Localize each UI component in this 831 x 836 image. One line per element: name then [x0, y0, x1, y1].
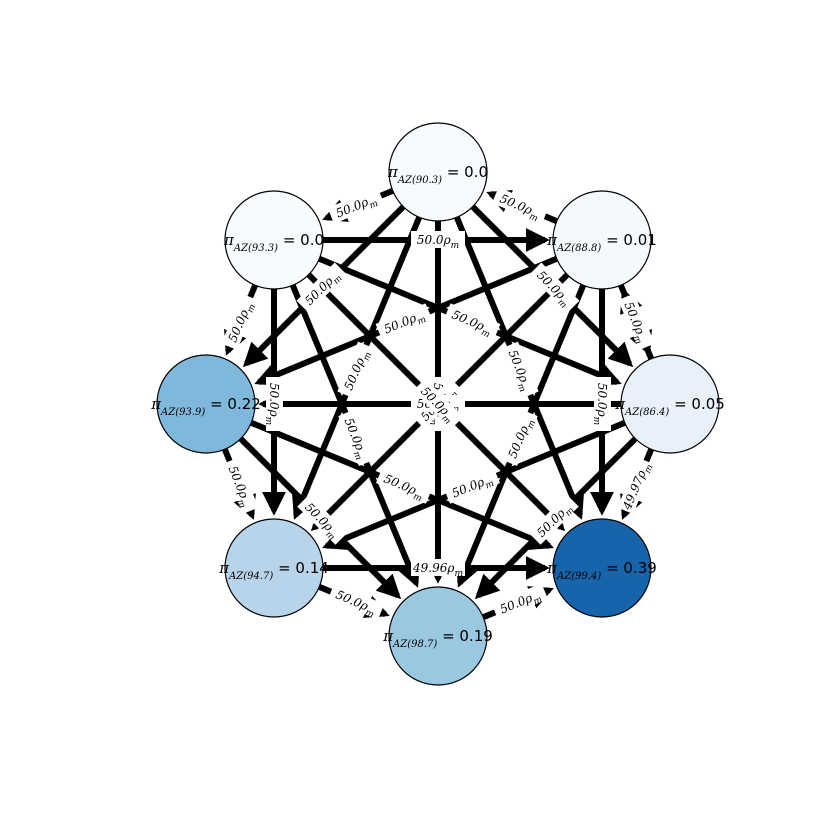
edge-label-group: 49.96ρm [411, 559, 465, 579]
node-circle [388, 586, 488, 686]
edge-label-background [491, 583, 549, 620]
edge-label-background [266, 377, 283, 431]
edge-label-group: 50.0ρm [501, 409, 538, 467]
edge-label-background [617, 457, 654, 515]
edge-label-background [338, 409, 375, 467]
nodes-layer: πAZ(90.3) = 0.0 πAZ(88.8) = 0.01 πAZ(86.4)… [150, 122, 725, 686]
edge-label: 50.0ρm [592, 383, 610, 425]
edge-label-group: 50.0ρm [618, 293, 655, 351]
edge-label-background [327, 187, 385, 224]
edge-label-background [502, 341, 539, 399]
edge-label-background [413, 378, 464, 429]
edge-label-background [296, 262, 347, 313]
node-circle [224, 190, 324, 290]
node-circle [620, 354, 720, 454]
node-label: πAZ(94.7) = 0.14 [218, 559, 329, 582]
edge-label-group: 50.0ρm [529, 262, 580, 313]
edge-label: 50.0ρm [417, 233, 459, 251]
edge-label-group: 50.0ρm [491, 187, 549, 224]
edge-label-background [501, 409, 538, 467]
node-circle [224, 518, 324, 618]
edge-label-background [529, 262, 580, 313]
edge-label-group: 50.0ρm [411, 231, 465, 251]
node-label: πAZ(90.3) = 0.0 [387, 163, 488, 186]
edge-label-background [297, 494, 348, 545]
edge-label-group: 49.97ρm [617, 457, 655, 515]
edge-label-group: 50.0ρm [222, 457, 259, 515]
node-label: πAZ(86.4) = 0.05 [614, 395, 725, 418]
edge-label-background [375, 467, 433, 504]
edge-label-background [337, 341, 374, 399]
node-circle [552, 518, 652, 618]
edge-label: 49.96ρm [412, 561, 463, 579]
node-label: πAZ(93.9) = 0.22 [150, 395, 261, 418]
node-label: πAZ(93.3) = 0.0 [223, 231, 324, 254]
edge-label-group: 50.0ρm [592, 377, 611, 431]
edge-label-background [222, 457, 259, 515]
node-circle [388, 122, 488, 222]
node-circle [156, 354, 256, 454]
edge-label: 50.0ρm [264, 383, 282, 425]
edge-label-background [221, 293, 258, 351]
edge-label-background [528, 494, 579, 545]
edge-label-background [443, 467, 501, 504]
edge-label-background [618, 293, 655, 351]
edge-label-background [443, 303, 501, 340]
edge-label-group: 50.0ρm [264, 377, 283, 431]
edge-label-background [375, 303, 433, 340]
edge-label-background [411, 559, 465, 576]
edge-label-group: 50.0ρm [327, 187, 385, 224]
edge-label-group: 50.0ρm [297, 494, 348, 545]
edge-label-background [594, 377, 611, 431]
node-circle [552, 190, 652, 290]
edge-label-background [411, 231, 465, 248]
edge-label-group: 50.0ρm [221, 293, 258, 351]
node-label: πAZ(98.7) = 0.19 [382, 627, 493, 650]
edge-label-group: 50.0ρm [491, 583, 549, 620]
edge-label-background [491, 187, 549, 224]
edge-label-background [327, 583, 385, 620]
edge-label-group: 50.0ρm [327, 583, 385, 620]
node-label: πAZ(88.8) = 0.01 [546, 231, 657, 254]
node-label: πAZ(99.4) = 0.39 [546, 559, 657, 582]
